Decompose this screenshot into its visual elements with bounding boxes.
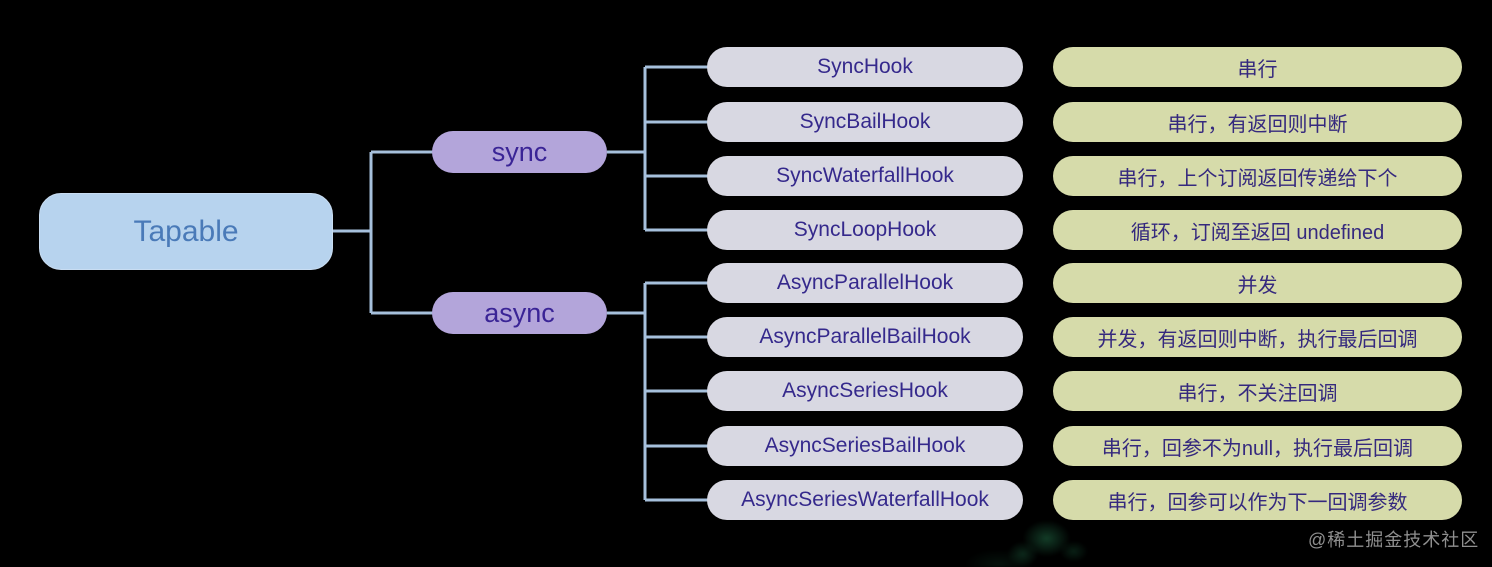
node-tapable: Tapable (39, 193, 333, 270)
plant-decoration (965, 515, 1135, 567)
desc-sync-hook: 串行 (1053, 47, 1462, 87)
root-branch-connector (333, 150, 433, 315)
node-sync: sync (432, 131, 607, 173)
node-async-parallel-bail-hook: AsyncParallelBailHook (707, 317, 1023, 357)
watermark-text: @稀土掘金技术社区 (1308, 530, 1480, 550)
node-async-series-hook: AsyncSeriesHook (707, 371, 1023, 411)
node-async-series-bail-hook: AsyncSeriesBailHook (707, 426, 1023, 466)
node-sync-bail-hook: SyncBailHook (707, 102, 1023, 142)
node-sync-hook: SyncHook (707, 47, 1023, 87)
node-sync-waterfall-hook: SyncWaterfallHook (707, 156, 1023, 196)
desc-async-series-waterfall-hook: 串行，回参可以作为下一回调参数 (1053, 480, 1462, 520)
desc-sync-waterfall-hook: 串行，上个订阅返回传递给下个 (1053, 156, 1462, 196)
node-async-series-waterfall-hook: AsyncSeriesWaterfallHook (707, 480, 1023, 520)
desc-sync-bail-hook: 串行，有返回则中断 (1053, 102, 1462, 142)
desc-sync-loop-hook: 循环，订阅至返回 undefined (1053, 210, 1462, 250)
node-async: async (432, 292, 607, 334)
desc-async-parallel-bail-hook: 并发，有返回则中断，执行最后回调 (1053, 317, 1462, 357)
desc-async-series-bail-hook: 串行，回参不为null，执行最后回调 (1053, 426, 1462, 466)
desc-async-series-hook: 串行，不关注回调 (1053, 371, 1462, 411)
async-children-connector (607, 281, 708, 502)
sync-children-connector (607, 65, 708, 232)
node-async-parallel-hook: AsyncParallelHook (707, 263, 1023, 303)
node-sync-loop-hook: SyncLoopHook (707, 210, 1023, 250)
desc-async-parallel-hook: 并发 (1053, 263, 1462, 303)
